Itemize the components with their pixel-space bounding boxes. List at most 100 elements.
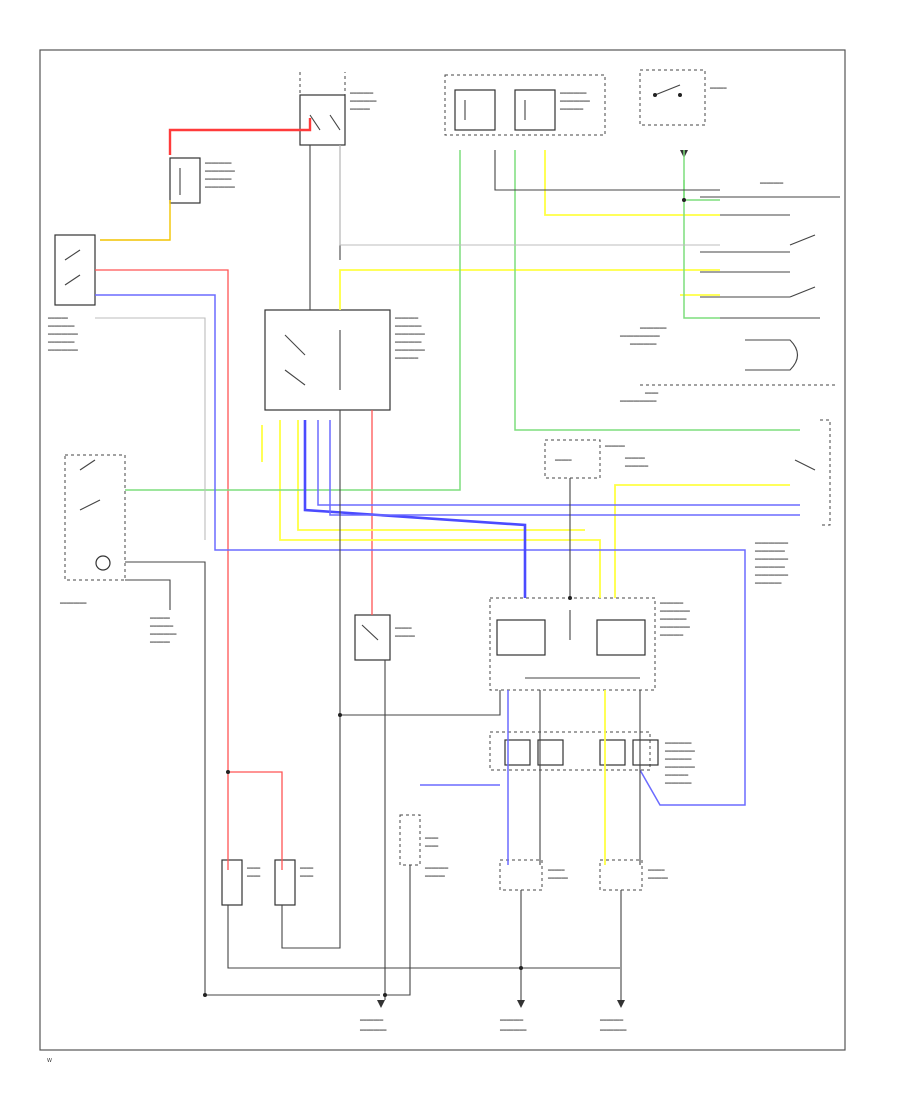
- svg-text:━━━━━━━━━: ━━━━━━━━━: [664, 749, 695, 755]
- svg-text:━━━━━━━: ━━━━━━━: [759, 181, 784, 187]
- svg-text:━━━━━━━: ━━━━━━━: [664, 773, 689, 779]
- svg-text:━━━━━━━━: ━━━━━━━━: [394, 340, 422, 346]
- svg-text:━━━━━━━: ━━━━━━━: [424, 866, 449, 872]
- svg-text:━━━━━━━: ━━━━━━━: [149, 624, 174, 630]
- svg-text:━━━━━━━━: ━━━━━━━━: [394, 324, 422, 330]
- svg-text:━━━━━━━━━: ━━━━━━━━━: [754, 565, 785, 571]
- tail-light-switch: ━━━━━━━━ ━━━━━━ ━━━━━━━ ━━━━━━━━ ━━━━━━: [59, 454, 177, 646]
- svg-text:━━━━━━━━━: ━━━━━━━━━: [394, 332, 425, 338]
- fog-lamps: ━━━━ ━━━━ ━━━━ ━━━━: [221, 859, 314, 906]
- svg-text:━━━━━━: ━━━━━━: [624, 456, 646, 462]
- svg-text:━━━━━━: ━━━━━━: [149, 640, 171, 646]
- headlight-fuse-pair: ━━━━━━━━ ━━━━━━━━━ ━━━━━━━: [444, 74, 606, 136]
- svg-text:━━━━━━━━: ━━━━━━━━: [639, 326, 667, 332]
- svg-text:━━━━━━━━: ━━━━━━━━: [559, 91, 587, 97]
- svg-text:━━━━━━━: ━━━━━━━: [499, 1018, 524, 1024]
- svg-text:━━━━: ━━━━: [299, 874, 314, 880]
- svg-text:━━━━━━━━: ━━━━━━━━: [349, 99, 377, 105]
- svg-text:━━━━━━━: ━━━━━━━: [659, 633, 684, 639]
- svg-text:━━━━━━: ━━━━━━: [424, 874, 446, 880]
- wires-red: [95, 118, 373, 870]
- svg-text:━━━━━━━━: ━━━━━━━━: [47, 324, 75, 330]
- svg-text:━━━━━━━━━━: ━━━━━━━━━━: [754, 541, 789, 547]
- svg-text:━━━━━━━━: ━━━━━━━━: [204, 177, 232, 183]
- svg-text:━━━━━━━: ━━━━━━━: [659, 601, 684, 607]
- svg-text:━━━━━━: ━━━━━━: [47, 316, 69, 322]
- svg-text:━━━━━━━━━━━━: ━━━━━━━━━━━━: [619, 334, 660, 340]
- svg-text:━━━━━━━━━: ━━━━━━━━━: [559, 99, 590, 105]
- svg-text:━━━━━: ━━━━━: [709, 86, 727, 92]
- headlight-relay: ━━━━━━━ ━━━━━━━━ ━━━━━━━━━ ━━━━━━━━ ━━━━…: [264, 309, 425, 411]
- svg-text:━━━━━━━━━: ━━━━━━━━━: [204, 185, 235, 191]
- wires-yellow: [261, 150, 790, 865]
- svg-text:━━━━━━━━: ━━━━━━━━: [664, 741, 692, 747]
- wires-blue: [95, 294, 800, 865]
- wires-green: [125, 150, 800, 491]
- svg-text:━━━━━━: ━━━━━━: [149, 616, 171, 622]
- svg-text:━━━━━━━━━━: ━━━━━━━━━━: [754, 557, 789, 563]
- dimmer-switch: ━━━━━━━━━━ ━━━━━━━━━ ━━━━━━━━━━ ━━━━━━━━…: [754, 419, 831, 587]
- svg-text:━━━━━━━━━: ━━━━━━━━━: [204, 169, 235, 175]
- svg-text:━━━━━━━━━: ━━━━━━━━━: [47, 348, 78, 354]
- headlamps: ━━━━━ ━━━━━━ ━━━━━ ━━━━━━: [499, 859, 669, 891]
- main-fuse: ━━━━━━━━ ━━━━━━━━━ ━━━━━━━━ ━━━━━━━━━: [169, 157, 235, 204]
- svg-text:━━━━━: ━━━━━: [647, 868, 665, 874]
- svg-text:━━━━━━━━: ━━━━━━━━: [599, 1028, 627, 1034]
- wires-black: [95, 145, 720, 1000]
- svg-text:━━━━━━━━━: ━━━━━━━━━: [664, 765, 695, 771]
- svg-text:━━━━━━━━: ━━━━━━━━: [664, 781, 692, 787]
- junction-dots: [203, 198, 686, 997]
- svg-text:━━━━━━━━: ━━━━━━━━: [59, 601, 87, 607]
- ground-points: ━━━━━━━ ━━━━━━━ ━━━━━━━ ━━━━━━━━ ━━━━━━━…: [359, 150, 688, 1034]
- svg-text:━━━━━━━━━━: ━━━━━━━━━━: [754, 573, 789, 579]
- top-fuse-block: ━━━━━━━ ━━━━━━━━ ━━━━━━: [299, 72, 377, 146]
- headlight-fuse-row: ━━━━━━━━ ━━━━━━━━━ ━━━━━━━━ ━━━━━━━━━ ━━…: [489, 731, 695, 787]
- fog-indicator-light: ━━━━━ ━━━━━━: [354, 614, 416, 661]
- svg-text:━━━━━━: ━━━━━━: [547, 876, 569, 882]
- svg-text:━━━━━━━: ━━━━━━━: [349, 91, 374, 97]
- svg-text:━━━━━━: ━━━━━━: [647, 876, 669, 882]
- svg-text:━━━━━: ━━━━━: [547, 868, 565, 874]
- svg-text:━━━━━━━: ━━━━━━━: [394, 356, 419, 362]
- headlight-control-unit: ━━━━━━━ ━━━━━━━━━ ━━━━━━━━ ━━━━━━━━━ ━━━…: [489, 597, 690, 691]
- fog-light-relay: ━━━━━━ ━━━━━━━━ ━━━━━━━━━ ━━━━━━━━ ━━━━━…: [47, 234, 96, 354]
- svg-text:━━━━━━━━: ━━━━━━━━: [754, 581, 782, 587]
- svg-text:━━━━━━━━━: ━━━━━━━━━: [47, 332, 78, 338]
- svg-text:━━━━━━━: ━━━━━━━: [599, 1018, 624, 1024]
- svg-text:━━━━━━━━: ━━━━━━━━: [659, 617, 687, 623]
- svg-text:━━━━━━: ━━━━━━: [349, 107, 371, 113]
- svg-text:━━━━━━━: ━━━━━━━: [359, 1018, 384, 1024]
- svg-text:━━━━━━━━━: ━━━━━━━━━: [394, 348, 425, 354]
- svg-text:━━━━: ━━━━: [424, 844, 439, 850]
- daytime-running-relay: ━━━━━ ━━━━━━ ━━━━━━ ━━━━━━━: [544, 439, 649, 479]
- svg-text:━━━━━━━━: ━━━━━━━━: [629, 342, 657, 348]
- svg-text:━━━━━━: ━━━━━━: [604, 444, 626, 450]
- svg-text:━━━━━━━━: ━━━━━━━━: [204, 161, 232, 167]
- svg-text:━━━━━━━: ━━━━━━━: [624, 464, 649, 470]
- svg-text:━━━━━━━━━: ━━━━━━━━━: [659, 625, 690, 631]
- svg-text:━━━━: ━━━━: [246, 874, 261, 880]
- svg-text:━━━━━━━: ━━━━━━━: [559, 107, 584, 113]
- svg-text:━━━━━━━: ━━━━━━━: [394, 316, 419, 322]
- svg-text:━━━━━━━━━: ━━━━━━━━━: [659, 609, 690, 615]
- svg-text:━━━━━━━━: ━━━━━━━━: [664, 757, 692, 763]
- svg-text:━━━━━: ━━━━━: [394, 626, 412, 632]
- svg-text:━━━━: ━━━━: [424, 836, 439, 842]
- svg-text:━━━━━━━━: ━━━━━━━━: [359, 1028, 387, 1034]
- svg-text:━━━━: ━━━━: [246, 866, 261, 872]
- svg-text:━━━━━━━━: ━━━━━━━━: [499, 1028, 527, 1034]
- svg-text:━━━━━━━━: ━━━━━━━━: [149, 632, 177, 638]
- svg-text:━━━━━━: ━━━━━━: [394, 634, 416, 640]
- svg-text:━━━━━━━━: ━━━━━━━━: [47, 340, 75, 346]
- svg-text:━━━━━━━━━━━: ━━━━━━━━━━━: [619, 399, 657, 405]
- svg-text:━━━━━: ━━━━━: [554, 458, 572, 464]
- svg-text:━━━━━━━━━: ━━━━━━━━━: [754, 549, 785, 555]
- high-beam-indicator: ━━━━ ━━━━ ━━━━━━━ ━━━━━━: [399, 814, 449, 880]
- figure-id: W: [47, 1058, 52, 1064]
- svg-text:━━━━: ━━━━: [299, 866, 314, 872]
- svg-text:━━━━: ━━━━: [644, 391, 659, 397]
- passing-switch: ━━━━━: [639, 69, 727, 126]
- diagram-frame: [39, 49, 846, 1051]
